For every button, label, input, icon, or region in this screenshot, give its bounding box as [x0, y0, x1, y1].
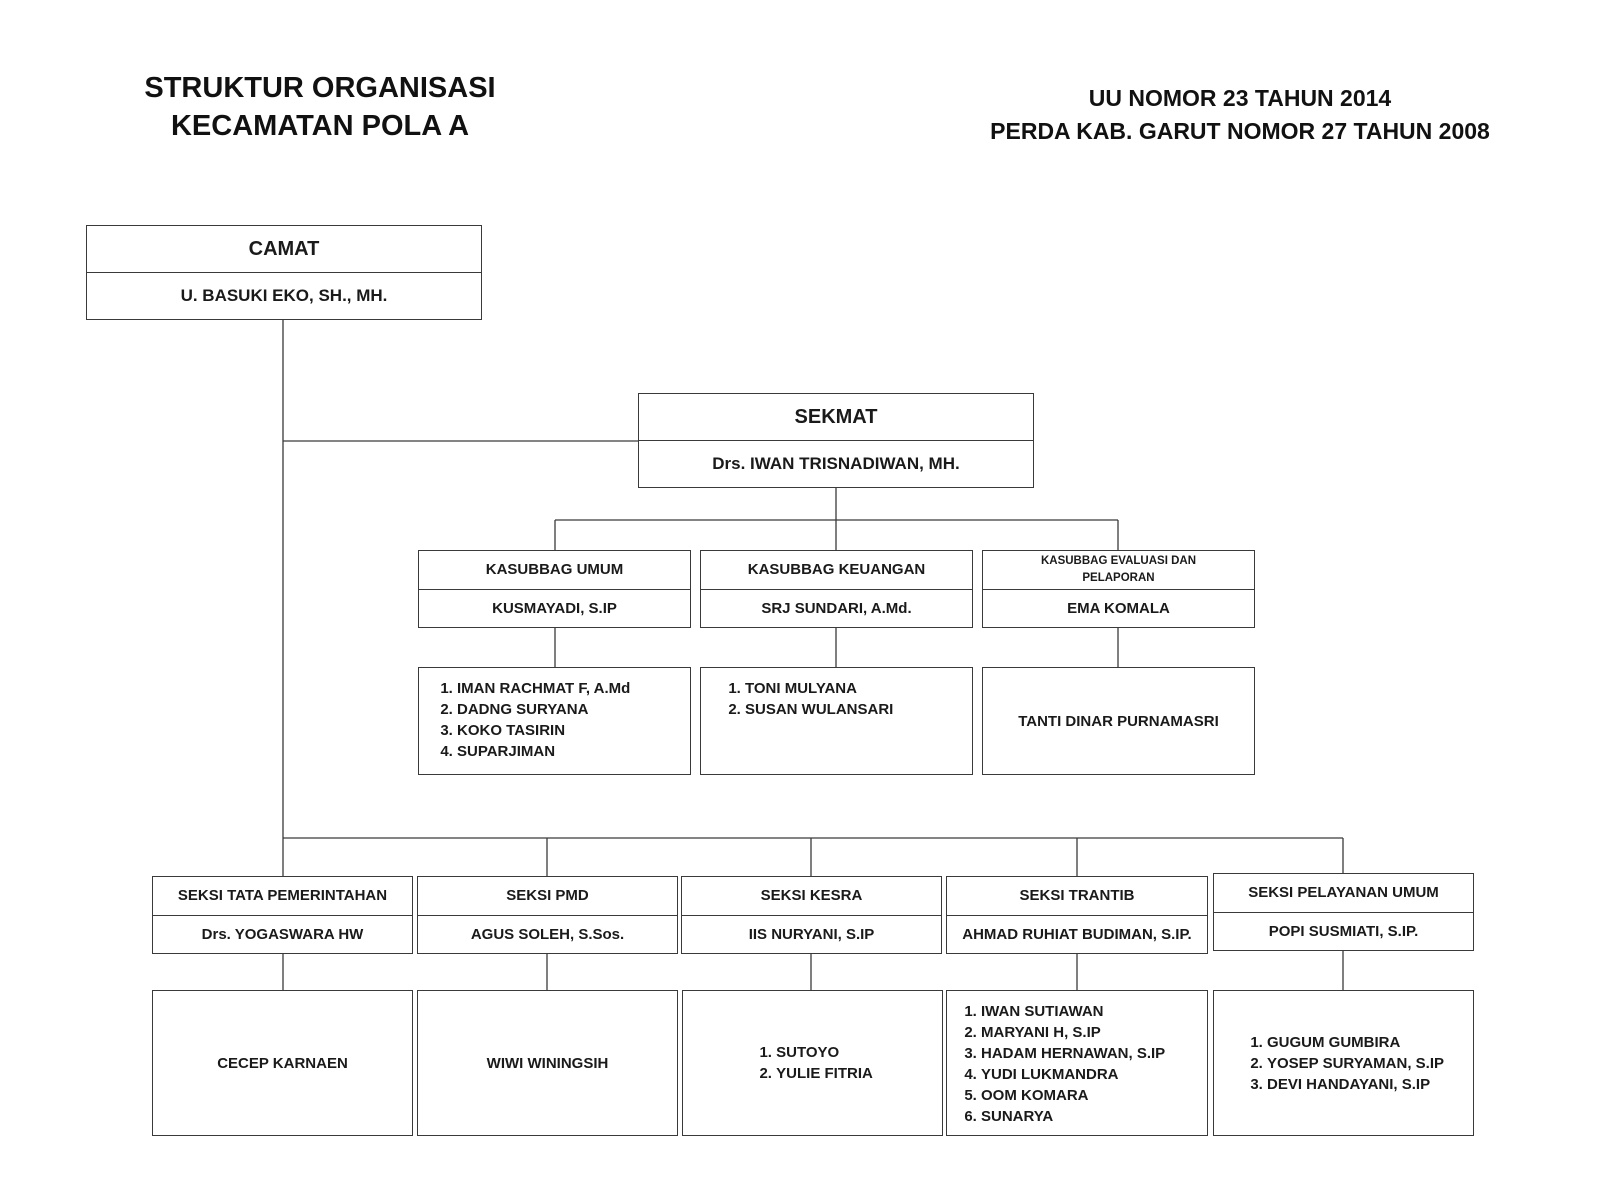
seksi-pelayanan-umum-box: SEKSI PELAYANAN UMUM POPI SUSMIATI, S.IP…: [1213, 873, 1474, 951]
kasubbag-umum-name: KUSMAYADI, S.IP: [419, 588, 690, 628]
legal-basis-line-2: PERDA KAB. GARUT NOMOR 27 TAHUN 2008: [990, 118, 1490, 145]
seksi-trantib-role: SEKSI TRANTIB: [1019, 887, 1135, 905]
seksi-pmd-staff: WIWI WININGSIH: [417, 990, 678, 1136]
list-item: CECEP KARNAEN: [217, 1054, 348, 1072]
sekmat-role: SEKMAT: [794, 405, 878, 428]
list-item: SUSAN WULANSARI: [745, 699, 893, 720]
kasubbag-evaluasi-box: KASUBBAG EVALUASI DAN PELAPORAN EMA KOMA…: [982, 550, 1255, 628]
kasubbag-umum-role: KASUBBAG UMUM: [485, 561, 624, 579]
seksi-pmd-name: AGUS SOLEH, S.Sos.: [418, 914, 677, 954]
camat-role: CAMAT: [248, 237, 320, 260]
kasubbag-umum-box: KASUBBAG UMUM KUSMAYADI, S.IP: [418, 550, 691, 628]
list-item: YUDI LUKMANDRA: [981, 1064, 1165, 1085]
list-item: YOSEP SURYAMAN, S.IP: [1267, 1053, 1444, 1074]
seksi-pmd-role: SEKSI PMD: [506, 887, 589, 905]
list-item: SUTOYO: [776, 1042, 873, 1063]
chart-title-line-2: KECAMATAN POLA A: [170, 109, 470, 142]
kasubbag-evaluasi-staff: TANTI DINAR PURNAMASRI: [982, 667, 1255, 775]
list-item: HADAM HERNAWAN, S.IP: [981, 1043, 1165, 1064]
list-item: OOM KOMARA: [981, 1085, 1165, 1106]
list-item: GUGUM GUMBIRA: [1267, 1032, 1444, 1053]
kasubbag-evaluasi-role: KASUBBAG EVALUASI DAN PELAPORAN: [1040, 555, 1197, 584]
legal-basis-line-1: UU NOMOR 23 TAHUN 2014: [1088, 85, 1392, 111]
seksi-kesra-name: IIS NURYANI, S.IP: [682, 914, 941, 954]
seksi-trantib-box: SEKSI TRANTIB AHMAD RUHIAT BUDIMAN, S.IP…: [946, 876, 1208, 954]
seksi-pmd-box: SEKSI PMD AGUS SOLEH, S.Sos.: [417, 876, 678, 954]
list-item: DADNG SURYANA: [457, 699, 630, 720]
list-item: SUPARJIMAN: [457, 741, 630, 762]
seksi-kesra-box: SEKSI KESRA IIS NURYANI, S.IP: [681, 876, 942, 954]
kasubbag-keuangan-staff: TONI MULYANA SUSAN WULANSARI: [700, 667, 973, 775]
list-item: KOKO TASIRIN: [457, 720, 630, 741]
seksi-pelayanan-umum-role: SEKSI PELAYANAN UMUM: [1248, 884, 1439, 902]
chart-title-line-1: STRUKTUR ORGANISASI: [144, 72, 496, 104]
kasubbag-evaluasi-name: EMA KOMALA: [983, 588, 1254, 628]
camat-box: CAMAT U. BASUKI EKO, SH., MH.: [86, 225, 482, 320]
list-item: IMAN RACHMAT F, A.Md: [457, 678, 630, 699]
list-item: DEVI HANDAYANI, S.IP: [1267, 1074, 1444, 1095]
list-item: TONI MULYANA: [745, 678, 893, 699]
seksi-kesra-staff: SUTOYO YULIE FITRIA: [682, 990, 943, 1136]
sekmat-box: SEKMAT Drs. IWAN TRISNADIWAN, MH.: [638, 393, 1034, 488]
chart-title: STRUKTUR ORGANISASI KECAMATAN POLA A: [110, 70, 530, 145]
seksi-tata-pemerintahan-box: SEKSI TATA PEMERINTAHAN Drs. YOGASWARA H…: [152, 876, 413, 954]
kasubbag-keuangan-name: SRJ SUNDARI, A.Md.: [701, 588, 972, 628]
list-item: TANTI DINAR PURNAMASRI: [1018, 712, 1219, 730]
list-item: MARYANI H, S.IP: [981, 1022, 1165, 1043]
kasubbag-umum-staff: IMAN RACHMAT F, A.Md DADNG SURYANA KOKO …: [418, 667, 691, 775]
seksi-pelayanan-umum-name: POPI SUSMIATI, S.IP.: [1214, 911, 1473, 951]
seksi-trantib-staff: IWAN SUTIAWAN MARYANI H, S.IP HADAM HERN…: [946, 990, 1208, 1136]
list-item: WIWI WININGSIH: [486, 1054, 609, 1072]
kasubbag-keuangan-role: KASUBBAG KEUANGAN: [747, 561, 926, 579]
list-item: YULIE FITRIA: [776, 1063, 873, 1084]
seksi-tata-pemerintahan-staff: CECEP KARNAEN: [152, 990, 413, 1136]
seksi-pelayanan-umum-staff: GUGUM GUMBIRA YOSEP SURYAMAN, S.IP DEVI …: [1213, 990, 1474, 1136]
seksi-kesra-role: SEKSI KESRA: [760, 887, 863, 905]
seksi-tata-pemerintahan-role: SEKSI TATA PEMERINTAHAN: [177, 887, 388, 905]
list-item: IWAN SUTIAWAN: [981, 1001, 1165, 1022]
camat-name: U. BASUKI EKO, SH., MH.: [87, 272, 481, 319]
sekmat-name: Drs. IWAN TRISNADIWAN, MH.: [639, 440, 1033, 487]
list-item: SUNARYA: [981, 1106, 1165, 1127]
seksi-tata-pemerintahan-name: Drs. YOGASWARA HW: [153, 914, 412, 954]
kasubbag-keuangan-box: KASUBBAG KEUANGAN SRJ SUNDARI, A.Md.: [700, 550, 973, 628]
seksi-trantib-name: AHMAD RUHIAT BUDIMAN, S.IP.: [947, 914, 1207, 954]
legal-basis: UU NOMOR 23 TAHUN 2014 PERDA KAB. GARUT …: [960, 82, 1520, 149]
